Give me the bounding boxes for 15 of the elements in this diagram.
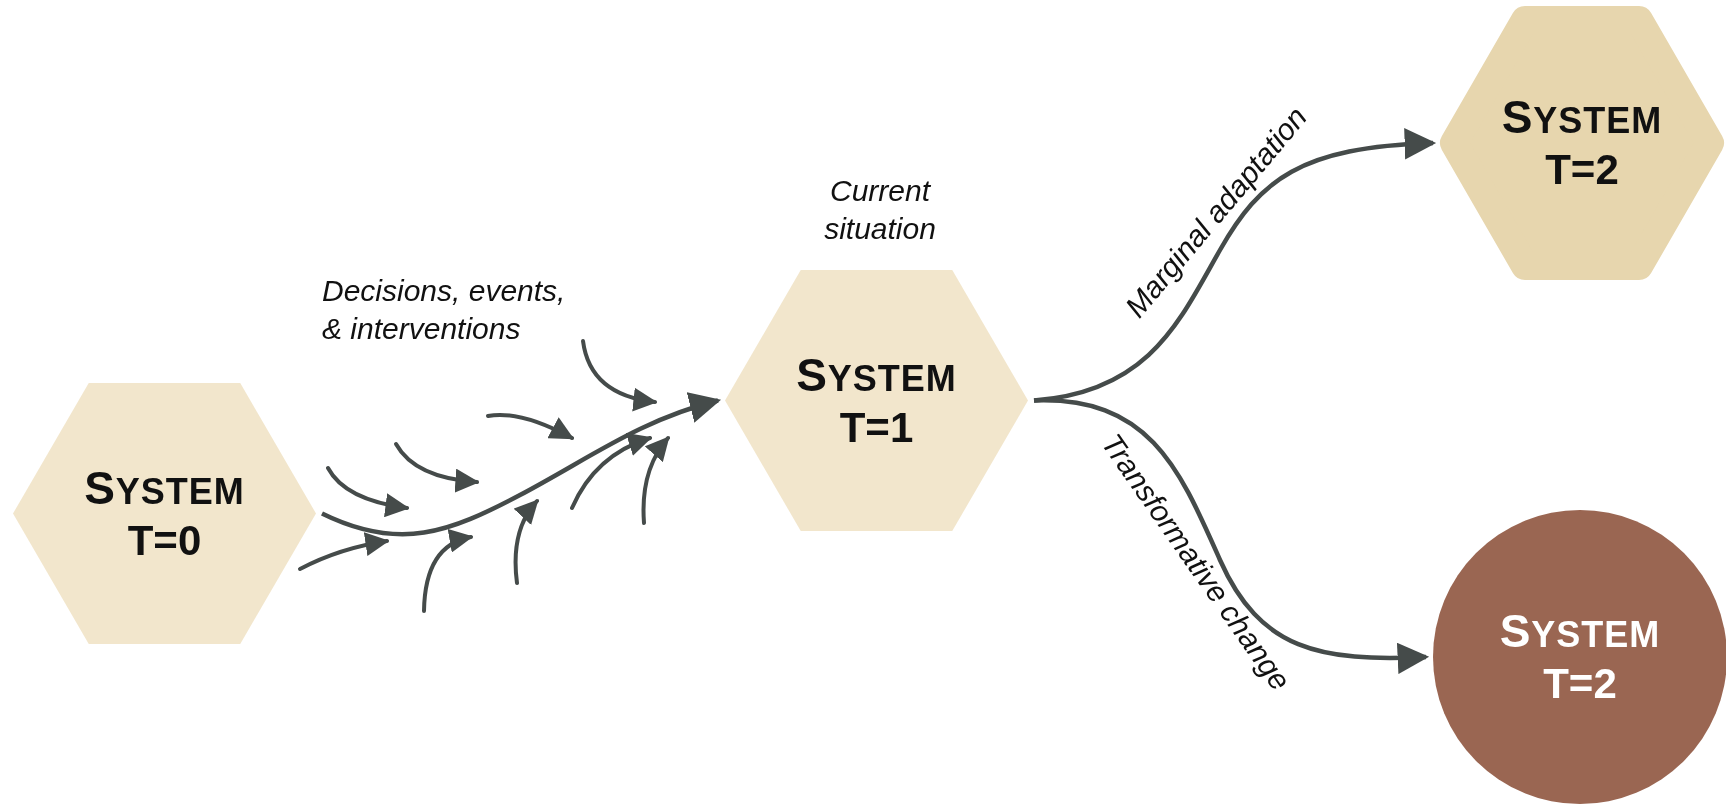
node-title: SYSTEM	[84, 460, 245, 516]
node-title: SYSTEM	[1501, 90, 1663, 146]
hexagon-node	[725, 270, 1028, 531]
node-title: SYSTEM	[1499, 604, 1661, 660]
node-subtitle: T=0	[127, 515, 202, 566]
node-subtitle: T=2	[1545, 145, 1619, 196]
curved-arrow	[1033, 398, 1430, 674]
node-title: SYSTEM	[796, 347, 957, 403]
hexagon-node	[1440, 6, 1724, 280]
curved-arrow	[321, 392, 722, 537]
hexagon-node	[13, 383, 316, 644]
annotation-text: Decisions, events, & interventions	[322, 273, 567, 347]
node-subtitle: T=2	[1543, 659, 1617, 710]
node-caption: Current situation	[823, 173, 937, 247]
node-subtitle: T=1	[839, 402, 914, 453]
